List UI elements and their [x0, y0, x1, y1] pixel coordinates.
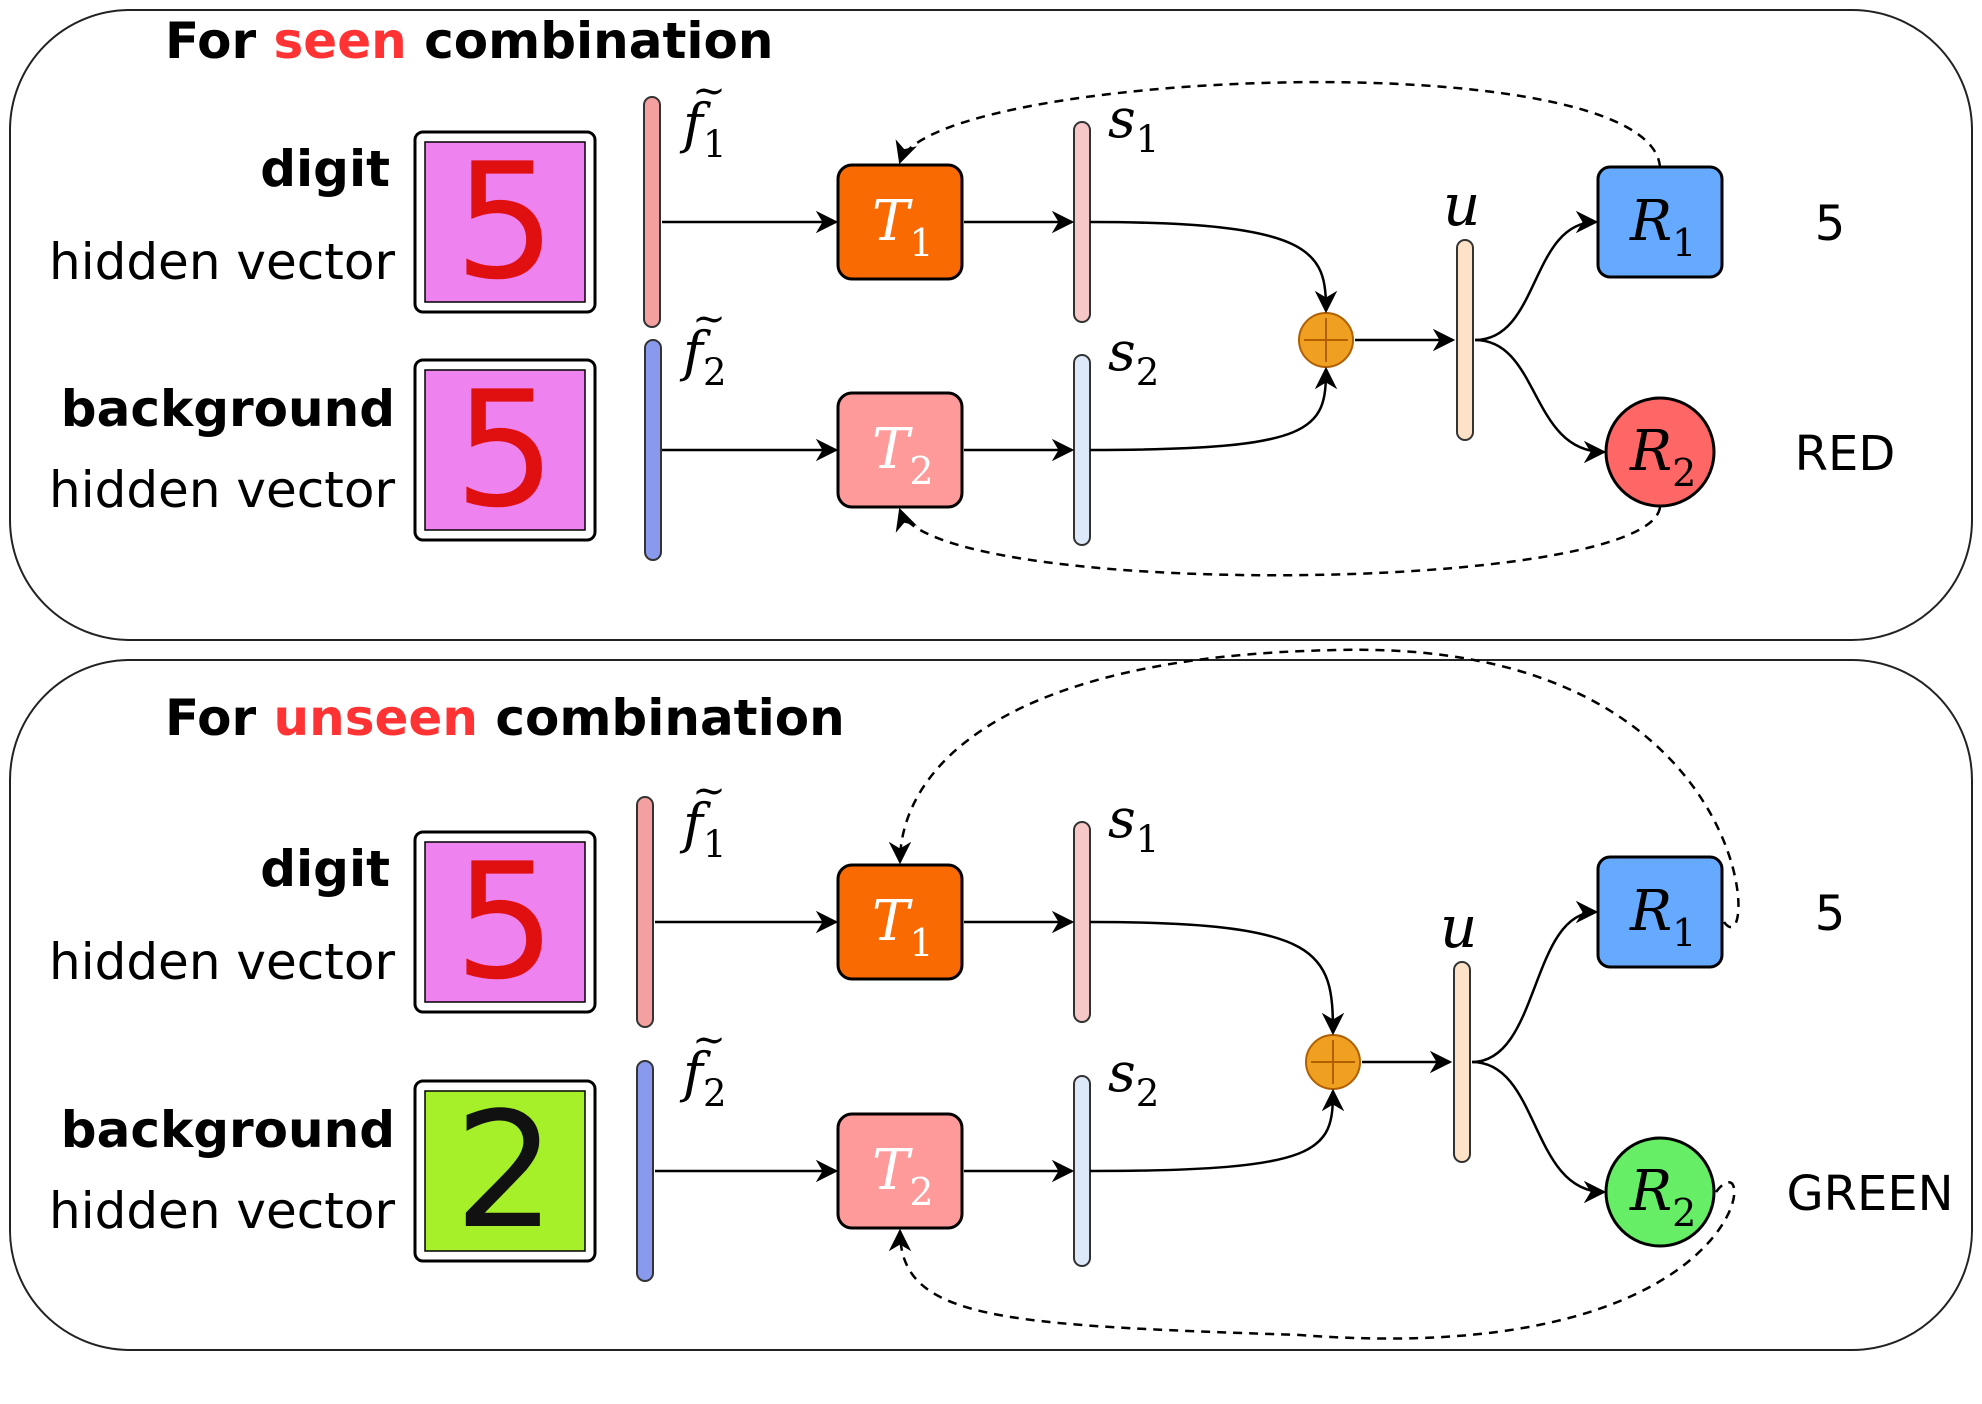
- feedback-r1-t1: [895, 80, 1662, 168]
- thumb-fill: [424, 141, 586, 303]
- f2-bar: [636, 1060, 654, 1282]
- output-digit: 5: [1815, 196, 1846, 252]
- feedback-r1-t1: [888, 648, 1740, 929]
- panel-frame: [9, 659, 1973, 1351]
- curve-s2-sum: [1089, 1088, 1345, 1173]
- t2-block-label: T2: [872, 1138, 934, 1214]
- s2-label: s2: [1108, 320, 1159, 394]
- background-label: background: [61, 380, 395, 438]
- f2-label-tilde: ~: [692, 296, 726, 342]
- t2-block-label: T2: [872, 417, 934, 493]
- panel-title: For seen combination: [165, 12, 773, 70]
- r1-block: R1: [1596, 855, 1724, 969]
- curve-u-r2: [1471, 1060, 1607, 1204]
- background-image: 2: [413, 1077, 597, 1264]
- s1-bar: [1073, 821, 1091, 1023]
- curve-s1-sum: [1089, 920, 1345, 1036]
- f2-label: ~f2: [679, 296, 727, 394]
- s2-label: s2: [1108, 1041, 1159, 1115]
- f1-bar: [636, 796, 654, 1028]
- output-digit: 5: [1815, 886, 1846, 942]
- panel-title: For unseen combination: [165, 689, 845, 747]
- digit-image: 5: [413, 128, 597, 315]
- thumb-fill: [424, 1090, 586, 1252]
- digit-label: digit: [260, 140, 390, 198]
- f1-label: ~f1: [679, 68, 727, 166]
- panel-seen: For seen combination digit hidden vector ba…: [9, 9, 1973, 641]
- output-background: GREEN: [1786, 1166, 1953, 1222]
- curve-s2-sum: [1089, 366, 1338, 452]
- t1-block: T1: [836, 863, 964, 981]
- r1-block: R1: [1596, 165, 1724, 279]
- background-hidden-vector-label: hidden vector: [49, 1182, 395, 1240]
- curve-u-r1: [1471, 900, 1599, 1064]
- r2-label: R2: [1629, 1159, 1696, 1235]
- r1-label: R1: [1629, 879, 1696, 955]
- feedback-r2-t2: [888, 1181, 1736, 1340]
- curve-s1-sum: [1089, 220, 1338, 314]
- r2-label: R2: [1629, 419, 1696, 495]
- s2-bar: [1073, 1075, 1091, 1267]
- curve-u-r1: [1474, 210, 1599, 342]
- r1-label: R1: [1629, 189, 1696, 265]
- thumb-glyph: 5: [454, 828, 556, 1015]
- curve-u-r2: [1474, 338, 1607, 464]
- digit-hidden-vector-label: hidden vector: [49, 233, 395, 291]
- output-background: RED: [1795, 426, 1896, 482]
- thumb-glyph: 2: [454, 1077, 556, 1264]
- thumb-fill: [424, 369, 586, 531]
- background-hidden-vector-label: hidden vector: [49, 461, 395, 519]
- f1-label-text: f1: [679, 92, 727, 166]
- digit-image: 5: [413, 828, 597, 1015]
- feedback-r2-t2: [895, 506, 1662, 577]
- f1-label: ~f1: [679, 768, 727, 866]
- f1-label-text: f1: [679, 792, 727, 866]
- r2-block: R2: [1604, 396, 1716, 508]
- f2-bar: [644, 339, 662, 561]
- u-label: u: [1440, 893, 1477, 961]
- t2-block: T2: [836, 1112, 964, 1230]
- background-label: background: [61, 1101, 395, 1159]
- digit-label: digit: [260, 840, 390, 898]
- title-highlight: unseen: [274, 689, 478, 747]
- t1-block: T1: [836, 163, 964, 281]
- s1-bar: [1073, 121, 1091, 323]
- digit-hidden-vector-label: hidden vector: [49, 933, 395, 991]
- thumb-glyph: 5: [454, 356, 556, 543]
- u-bar: [1456, 239, 1474, 441]
- sum-node: [1298, 312, 1354, 368]
- t2-block: T2: [836, 391, 964, 509]
- s2-bar: [1073, 354, 1091, 546]
- background-image: 5: [413, 356, 597, 543]
- t1-block-label: T1: [872, 889, 934, 965]
- title-highlight: seen: [274, 12, 407, 70]
- thumb-fill: [424, 841, 586, 1003]
- sum-node: [1305, 1034, 1361, 1090]
- f1-label-tilde: ~: [692, 68, 726, 114]
- u-label: u: [1443, 171, 1480, 239]
- panel-frame: [9, 9, 1973, 641]
- s1-label: s1: [1108, 787, 1159, 861]
- f1-label-tilde: ~: [692, 768, 726, 814]
- panel-unseen: For unseen combination digit hidden vector…: [9, 648, 1973, 1351]
- s1-label: s1: [1108, 87, 1159, 161]
- u-bar: [1453, 961, 1471, 1163]
- f2-label-tilde: ~: [692, 1017, 726, 1063]
- thumb-glyph: 5: [454, 128, 556, 315]
- r2-block: R2: [1604, 1136, 1716, 1248]
- t1-block-label: T1: [872, 189, 934, 265]
- f1-bar: [643, 96, 661, 328]
- f2-label: ~f2: [679, 1017, 727, 1115]
